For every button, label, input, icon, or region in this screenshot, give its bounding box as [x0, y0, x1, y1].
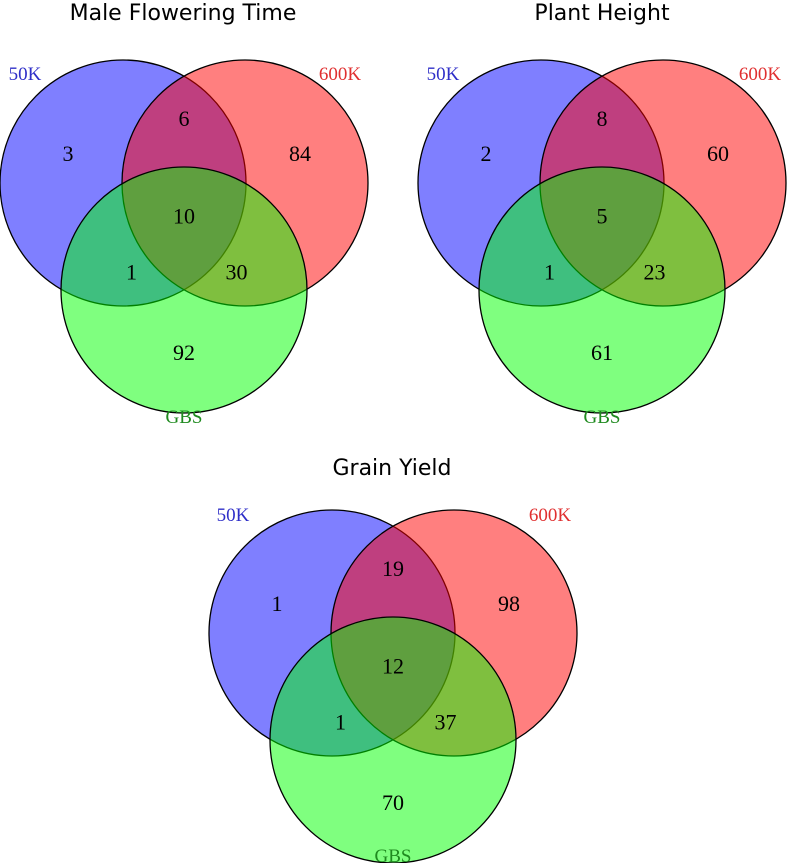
count-abc: 10 [173, 204, 195, 229]
count-a-only: 2 [481, 141, 492, 166]
count-ac: 1 [544, 260, 555, 285]
count-bc: 37 [435, 710, 457, 735]
count-c-only: 61 [591, 340, 613, 365]
count-b-only: 60 [707, 141, 729, 166]
circle-gbs [478, 166, 726, 414]
count-ab: 8 [597, 106, 608, 131]
count-ab: 19 [382, 556, 404, 581]
count-bc: 23 [644, 260, 666, 285]
venn-title: Plant Height [534, 1, 670, 26]
set-label-gbs: GBS [166, 407, 203, 428]
count-a-only: 1 [272, 591, 283, 616]
circle-gbs [269, 616, 517, 863]
set-label-600k: 600K [319, 64, 362, 85]
set-label-50k: 50K [9, 64, 42, 85]
venn-diagram-3: Grain Yield 50K 600K GBS 1 19 98 12 1 37 70 [208, 456, 578, 863]
count-b-only: 84 [289, 141, 311, 166]
count-abc: 12 [382, 654, 404, 679]
count-a-only: 3 [63, 141, 74, 166]
set-label-gbs: GBS [375, 846, 412, 863]
count-abc: 5 [597, 204, 608, 229]
count-c-only: 92 [173, 340, 195, 365]
count-bc: 30 [226, 260, 248, 285]
count-ac: 1 [335, 710, 346, 735]
count-b-only: 98 [498, 591, 520, 616]
venn-title: Male Flowering Time [70, 1, 297, 26]
venn-diagram-2: Plant Height 50K 600K GBS 2 8 60 5 1 23 61 [417, 1, 787, 428]
venn-title: Grain Yield [332, 456, 451, 481]
set-label-600k: 600K [529, 505, 572, 526]
set-label-gbs: GBS [584, 407, 621, 428]
set-label-600k: 600K [739, 64, 782, 85]
set-label-50k: 50K [217, 505, 250, 526]
count-c-only: 70 [382, 790, 404, 815]
count-ab: 6 [179, 106, 190, 131]
circle-gbs [60, 166, 308, 414]
count-ac: 1 [126, 260, 137, 285]
venn-diagram-1: Male Flowering Time 50K 600K GBS 3 6 84 10 1 30 92 [0, 1, 369, 428]
set-label-50k: 50K [427, 64, 460, 85]
